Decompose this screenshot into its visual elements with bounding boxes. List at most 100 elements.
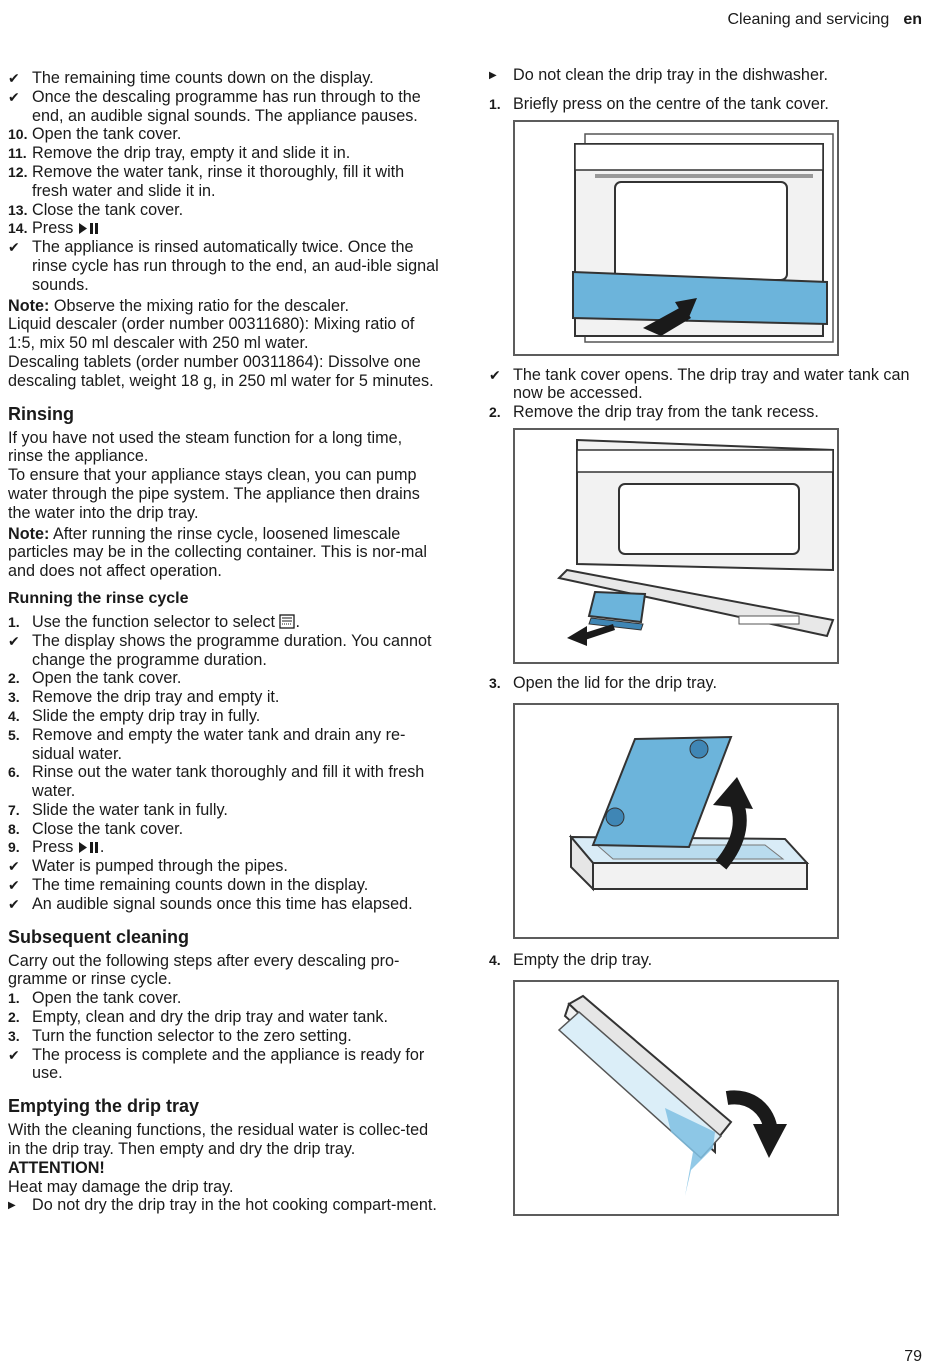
emptying-paragraph: With the cleaning functions, the residua… — [8, 1121, 429, 1159]
list-item: 3. Turn the function selector to the zero… — [8, 1027, 440, 1046]
attention-label: ATTENTION! — [8, 1158, 105, 1177]
list-item: 2. Open the tank cover. — [8, 669, 440, 688]
list-item: 3.Open the lid for the drip tray. — [489, 673, 717, 692]
list-item: 3. Remove the drip tray and empty it. — [8, 688, 440, 707]
figure-open-drip-tray-lid — [513, 702, 839, 939]
subsequent-steps-list: 1.Open the tank cover.2.Empty, clean and… — [8, 989, 440, 1083]
list-item-text: Press — [32, 838, 78, 857]
check-icon: ✔ — [8, 70, 20, 86]
list-item-text: Slide the water tank in fully. — [32, 800, 228, 819]
heading-rinsing: Rinsing — [8, 403, 74, 424]
list-item: ✔ The appliance is rinsed automatically t… — [8, 238, 440, 294]
list-item-text: Open the tank cover. — [32, 669, 182, 688]
list-item: 5. Remove and empty the water tank and dr… — [8, 726, 440, 764]
descale-steps-list: ✔ The remaining time counts down on the d… — [8, 69, 440, 295]
step-number: 2. — [8, 670, 20, 687]
list-item-text: An audible signal sounds once this time … — [32, 894, 413, 913]
step-number: 7. — [8, 801, 20, 818]
list-item-text: Empty, clean and dry the drip tray and w… — [32, 1008, 389, 1027]
check-icon: ✔ — [8, 1046, 20, 1063]
figure-empty-drip-tray — [513, 979, 839, 1216]
check-icon: ✔ — [8, 239, 20, 256]
rinse-steps-list: 1.Use the function selector to select .✔… — [8, 613, 440, 914]
check-icon: ✔ — [8, 877, 20, 894]
list-item: 11.Remove the drip tray, empty it and sl… — [8, 144, 440, 163]
list-item-text: Water is pumped through the pipes. — [32, 857, 288, 876]
check-icon: ✔ — [8, 88, 20, 105]
triangle-bullet-icon: ▶ — [489, 70, 497, 81]
list-item: ✔ The time remaining counts down in the d… — [8, 876, 440, 895]
list-item: ✔ The process is complete and the applian… — [8, 1046, 440, 1084]
step-number: 11. — [8, 145, 27, 162]
note-limescale: Note: After running the rinse cycle, loo… — [8, 524, 427, 581]
list-item: 12.Remove the water tank, rinse it thoro… — [8, 163, 440, 201]
play-pause-icon — [78, 223, 98, 235]
note-liquid-descaler: Liquid descaler (order number 00311680):… — [8, 315, 415, 353]
list-item: ✔ The display shows the programme duratio… — [8, 632, 440, 670]
list-item: 1.Use the function selector to select . — [8, 612, 300, 631]
step-number: 12. — [8, 163, 28, 180]
attention-paragraph: Heat may damage the drip tray. — [8, 1177, 234, 1196]
page-number: 79 — [904, 1348, 922, 1365]
step-number: 9. — [8, 839, 20, 856]
list-item: 2. Empty, clean and dry the drip tray and… — [8, 1008, 440, 1027]
step-number: 13. — [8, 201, 28, 218]
list-item-text: Close the tank cover. — [32, 200, 184, 219]
list-item: 4.Empty the drip tray. — [489, 950, 653, 969]
list-item-text: Press — [32, 219, 78, 238]
play-pause-icon — [78, 842, 98, 854]
list-item-text: Rinse out the water tank thoroughly and … — [32, 763, 425, 801]
step-number: 14. — [8, 220, 28, 237]
list-item: 9.Press . — [8, 838, 105, 857]
rinsing-paragraph-1: If you have not used the steam function … — [8, 428, 403, 466]
note-mixing-ratio: Note: Observe the mixing ratio for the d… — [8, 296, 349, 315]
list-item: ▶Do not dry the drip tray in the hot coo… — [8, 1196, 437, 1215]
check-icon: ✔ — [8, 895, 20, 912]
list-item: ▶Do not clean the drip tray in the dishw… — [489, 66, 828, 84]
list-item-text: Remove and empty the water tank and drai… — [32, 725, 406, 763]
note-descaling-tablets: Descaling tablets (order number 00311864… — [8, 352, 434, 390]
step-number: 2. — [8, 1009, 20, 1026]
figure-press-tank-cover — [513, 119, 839, 356]
triangle-bullet-icon: ▶ — [8, 1200, 16, 1212]
left-column: ✔ The remaining time counts down on the d… — [8, 69, 440, 1215]
list-item: ✔ Once the descaling programme has run th… — [8, 88, 440, 126]
list-item-text: The display shows the programme duration… — [32, 631, 432, 669]
rinsing-paragraph-2: To ensure that your appliance stays clea… — [8, 466, 420, 522]
list-item-text: Use the function selector to select — [32, 612, 280, 631]
step-number: 1. — [8, 613, 20, 630]
step-number: 3. — [8, 689, 20, 706]
list-item-text: The time remaining counts down in the di… — [32, 876, 369, 895]
heading-subsequent-cleaning: Subsequent cleaning — [8, 926, 190, 947]
check-icon: ✔ — [8, 632, 20, 649]
list-item: 1.Briefly press on the centre of the tan… — [489, 94, 829, 113]
list-item-text: The remaining time counts down on the di… — [32, 69, 374, 87]
step-number: 5. — [8, 726, 20, 743]
step-number: 10. — [8, 126, 28, 143]
list-item: ✔ Water is pumped through the pipes. — [8, 857, 440, 876]
list-item-text: The process is complete and the applianc… — [32, 1045, 425, 1083]
list-item-text: Remove the water tank, rinse it thorough… — [32, 162, 405, 200]
list-item-text: Open the tank cover. — [32, 989, 182, 1008]
list-item-text: Turn the function selector to the zero s… — [32, 1026, 352, 1045]
heading-running-rinse-cycle: Running the rinse cycle — [8, 589, 189, 607]
step-number: 8. — [8, 820, 20, 837]
step-number: 3. — [8, 1027, 20, 1044]
list-item-text: Once the descaling programme has run thr… — [32, 87, 421, 125]
list-item-text: The appliance is rinsed automatically tw… — [32, 238, 439, 294]
header-language: en — [903, 11, 922, 28]
list-item-text: Remove the drip tray and empty it. — [32, 688, 280, 707]
list-item: 14.Press — [8, 219, 440, 238]
check-icon: ✔ — [8, 858, 20, 875]
list-item-text: Open the tank cover. — [32, 125, 182, 144]
rinse-program-icon — [279, 614, 296, 629]
list-item: ✔ An audible signal sounds once this time… — [8, 895, 440, 914]
subsequent-paragraph: Carry out the following steps after ever… — [8, 951, 400, 989]
list-item: 10.Open the tank cover. — [8, 125, 440, 144]
figure-remove-drip-tray — [513, 427, 839, 664]
header-section: Cleaning and servicing — [727, 11, 890, 28]
list-item: 2.Remove the drip tray from the tank rec… — [489, 403, 819, 422]
list-item: 6.Rinse out the water tank thoroughly an… — [8, 763, 440, 801]
page-header: Cleaning and servicing en — [727, 11, 922, 30]
list-item: ✔The tank cover opens. The drip tray and… — [489, 365, 910, 403]
